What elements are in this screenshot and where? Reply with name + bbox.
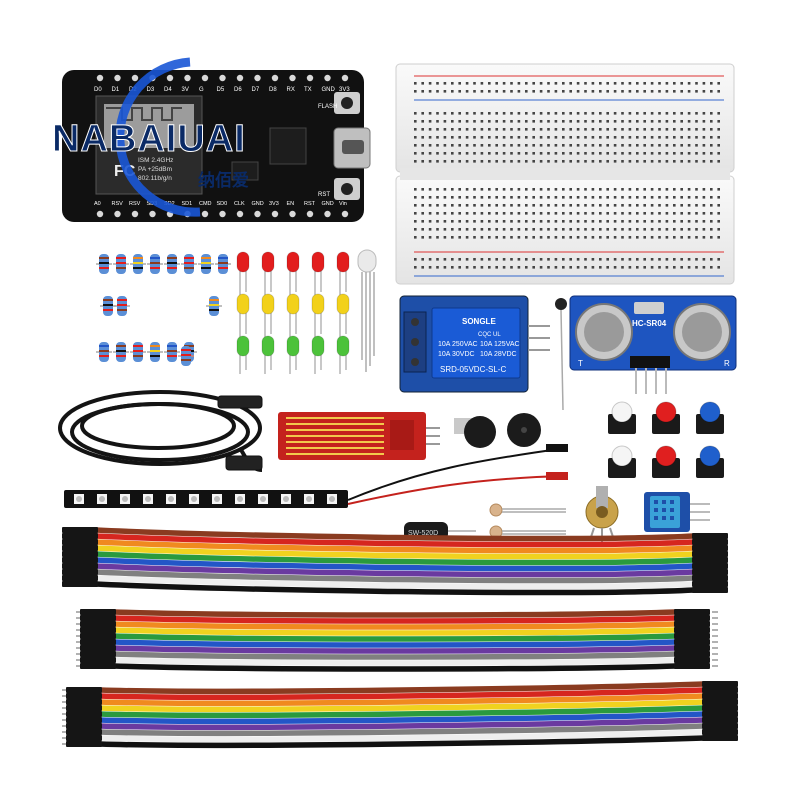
module-text-3: 802.11b/g/n [138, 175, 172, 182]
ultrasonic-side-t: T [578, 359, 583, 368]
push-button-set [608, 401, 724, 478]
relay-rating-3: 10A 30VDC [438, 351, 475, 358]
relay-model: SRD-05VDC-SL-C [440, 365, 506, 374]
ultrasonic-side-r: R [724, 359, 730, 368]
esp-pin-label: A0 [94, 201, 101, 207]
rst-label: RST [318, 192, 330, 198]
esp-pin-label: RSV [129, 201, 141, 207]
ultrasonic-sensor: HC-SR04 T R [569, 295, 737, 394]
relay-module: SONGLE 10A 250VAC 10A 125VAC 10A 30VDC 1… [399, 295, 550, 393]
esp-pin-label: TX [304, 87, 312, 93]
rgb-led [357, 249, 377, 372]
esp-pin-label: D7 [252, 87, 260, 93]
esp-pin-label: CMD [199, 201, 212, 207]
potentiometer [585, 486, 619, 542]
resistor-set [96, 254, 231, 366]
esp-pin-label: EN [287, 201, 295, 207]
esp-pin-label: D8 [269, 87, 277, 93]
module-text-2: PA +25dBm [138, 166, 172, 173]
esp-pin-label: Vin [339, 201, 347, 207]
ultrasonic-model: HC-SR04 [632, 319, 667, 328]
esp-pin-label: 3V [182, 87, 189, 93]
esp-pin-label: SD3 [147, 201, 158, 207]
esp-pin-label: GND [322, 201, 334, 207]
watermark-brand: NABAIUAI [52, 118, 246, 161]
esp-pin-label: GND [322, 87, 336, 93]
usb-cable [58, 390, 263, 472]
temperature-sensor [555, 298, 567, 411]
water-level-sensor [278, 412, 440, 460]
esp-pin-label: 3V3 [339, 87, 350, 93]
photoresistor-set [489, 503, 566, 539]
relay-certs: CQC UL [478, 332, 501, 338]
esp-pin-label: RST [304, 201, 316, 207]
relay-rating-1: 10A 250VAC [438, 341, 478, 348]
tilt-label: SW-520D [408, 530, 438, 537]
esp-pin-label: D0 [94, 87, 102, 93]
esp-pin-label: 3V3 [269, 201, 279, 207]
esp-pin-label: SD1 [182, 201, 193, 207]
esp-pin-label: D3 [147, 87, 155, 93]
esp-pin-label: D5 [217, 87, 225, 93]
esp-pin-label: GND [252, 201, 264, 207]
buzzer [454, 413, 541, 448]
flash-label: FLASH [318, 104, 337, 110]
esp-pin-label: G [199, 87, 204, 93]
dht11-sensor [644, 492, 710, 532]
watermark-brand-cn: 纳佰爱 [198, 171, 249, 191]
esp-pin-label: SD0 [217, 201, 228, 207]
jumper-wire-set [62, 527, 738, 749]
relay-brand: SONGLE [462, 317, 496, 326]
esp-pin-label: D4 [164, 87, 172, 93]
relay-rating-4: 10A 28VDC [480, 351, 517, 358]
relay-rating-2: 10A 125VAC [480, 341, 520, 348]
breadboard [395, 63, 735, 285]
module-text-1: ISM 2.4GHz [138, 157, 173, 164]
led-strip [64, 490, 348, 508]
esp-pin-label: D6 [234, 87, 242, 93]
led-set [236, 251, 350, 374]
esp-pin-label: D1 [112, 87, 120, 93]
breadboard-holes [414, 82, 720, 269]
esp-pin-label: RX [287, 87, 295, 93]
watermark-logo [115, 57, 201, 217]
esp-pin-label: CLK [234, 201, 245, 207]
esp-pin-label: RSV [112, 201, 124, 207]
sensor-wires [347, 444, 568, 505]
